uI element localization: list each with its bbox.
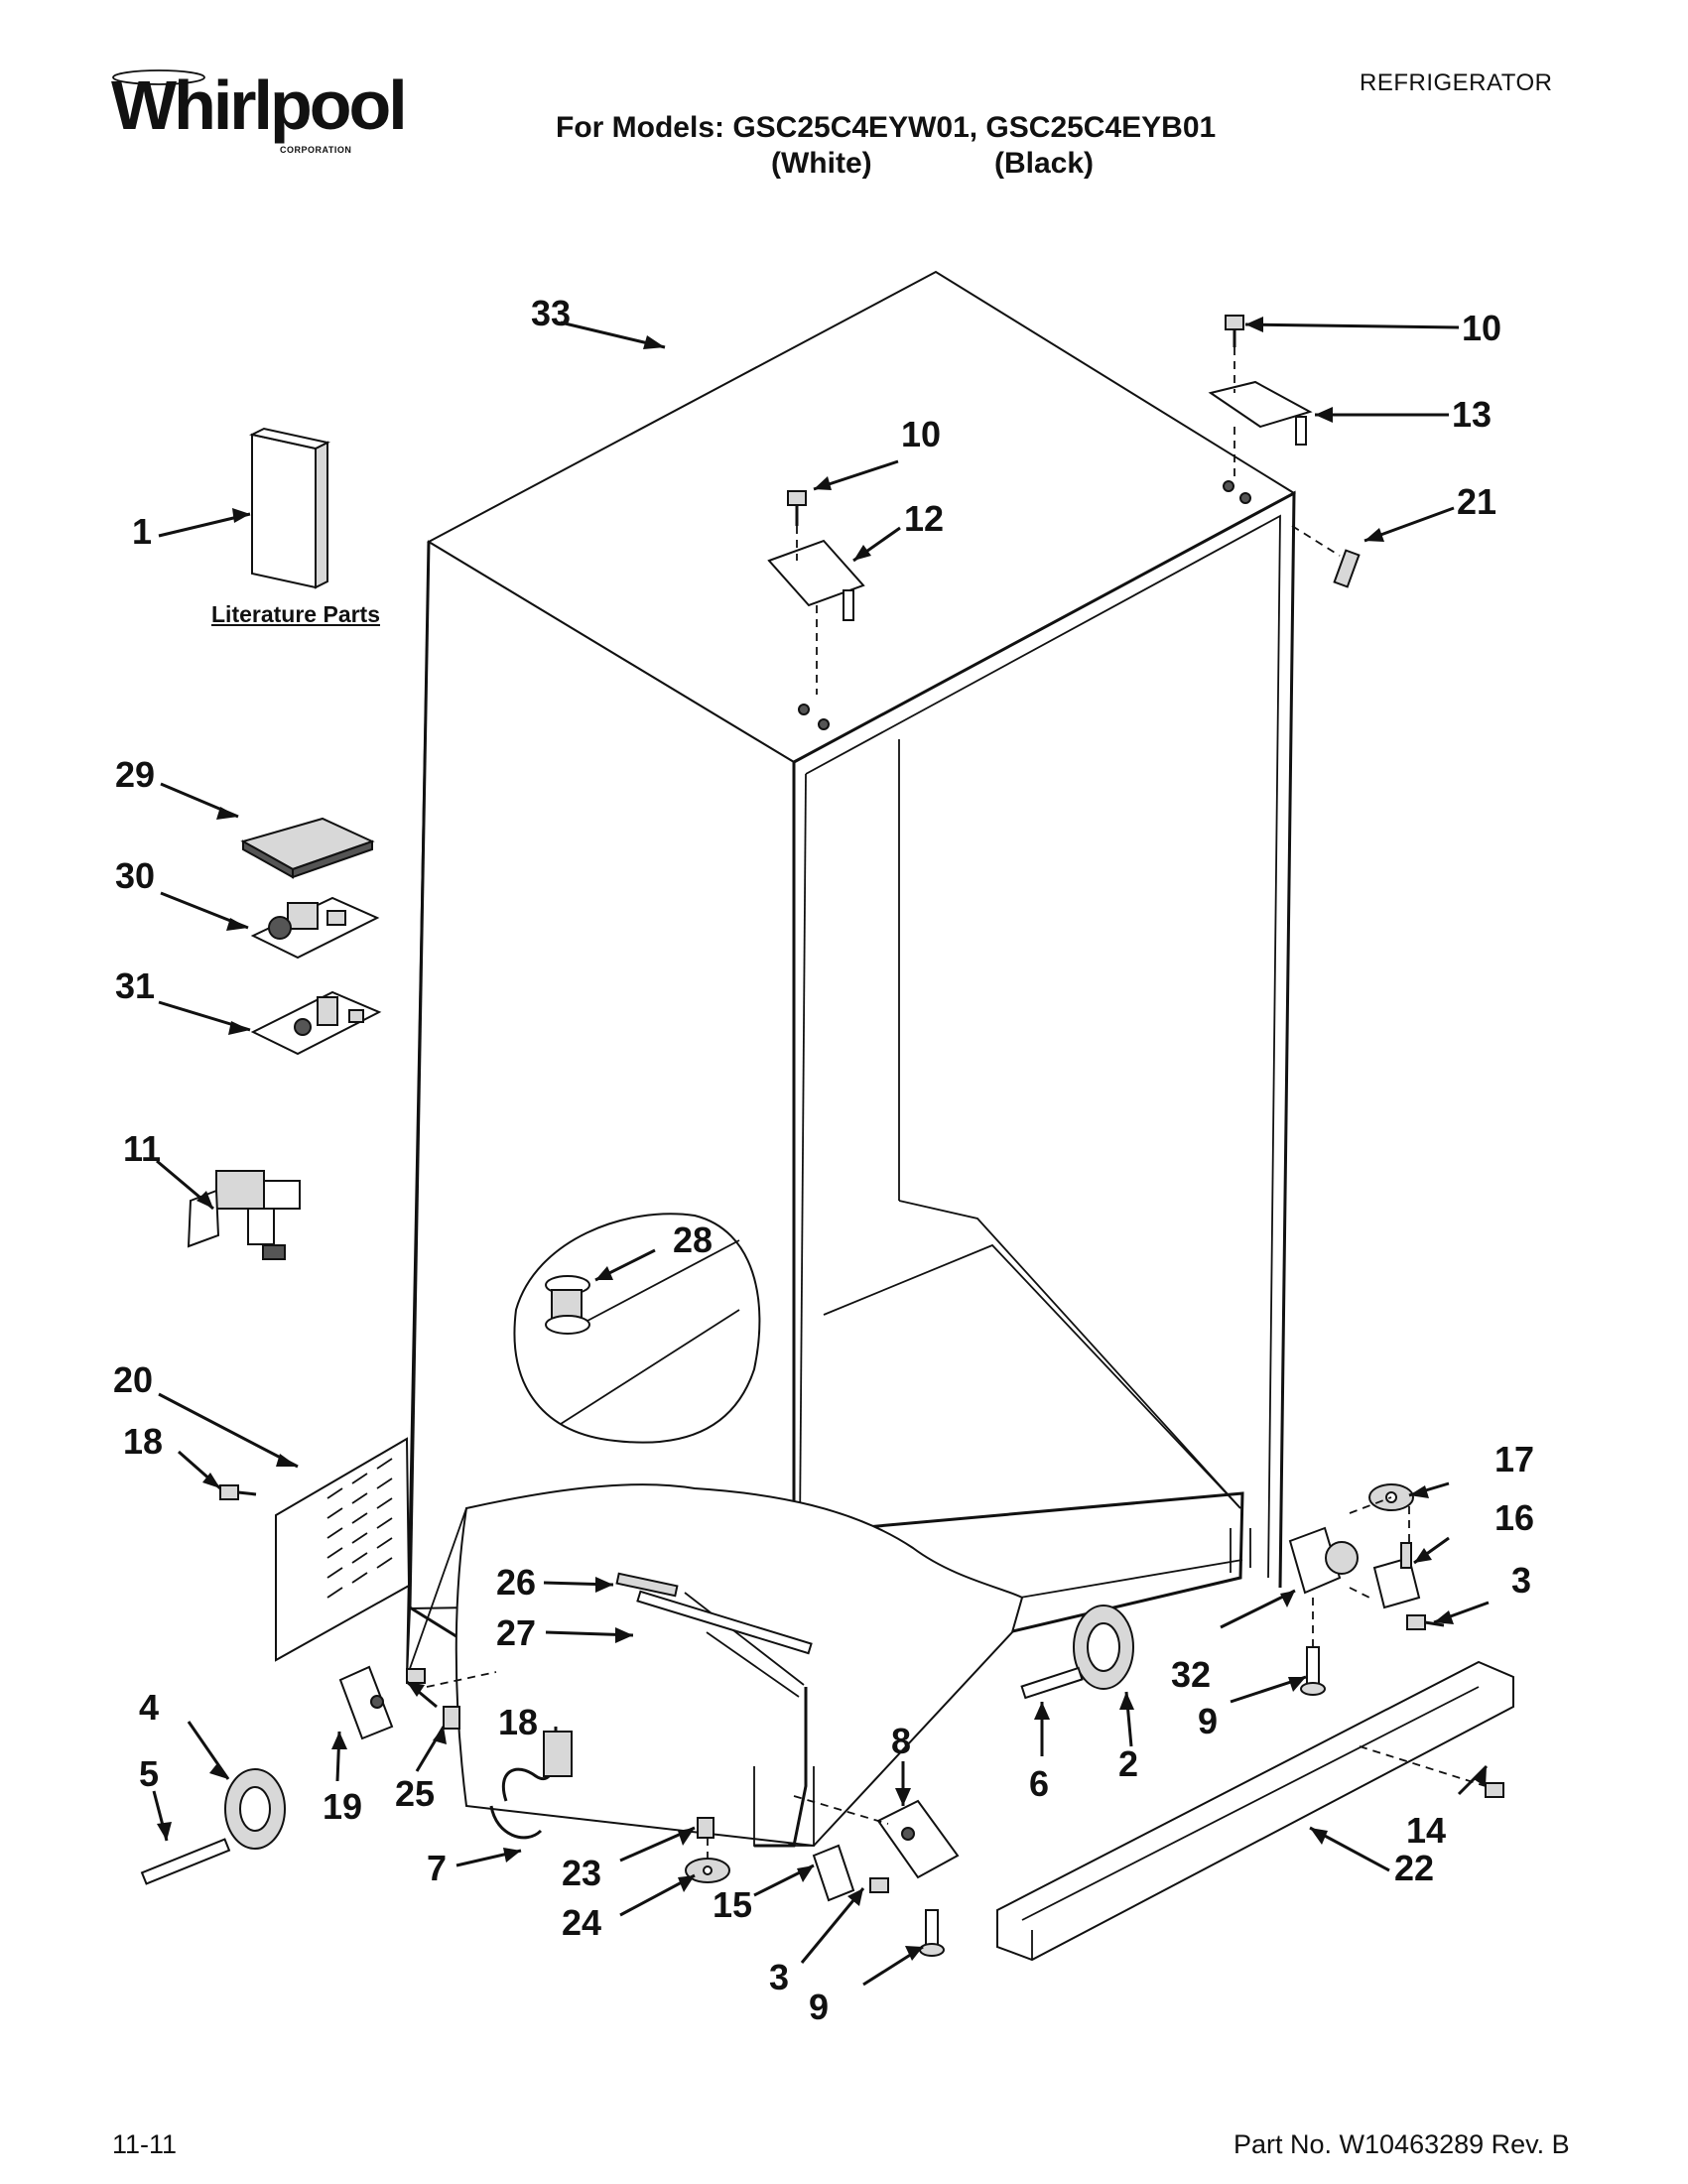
- callout-labels: 33 10 13 10 12 21 1 29 30 31 11 28 20 18…: [113, 293, 1534, 2027]
- literature-parts-booklet: [249, 427, 330, 589]
- whirlpool-logo-subtitle: CORPORATION: [280, 145, 352, 155]
- callout-5: 5: [139, 1753, 159, 1794]
- callout-7: 7: [427, 1848, 447, 1888]
- callout-13: 13: [1452, 394, 1492, 435]
- callout-1: 1: [132, 511, 152, 552]
- callout-3: 3: [769, 1957, 789, 1997]
- drain-tube: [489, 1727, 573, 1840]
- callout-30: 30: [115, 855, 155, 896]
- bracket-15: [812, 1844, 855, 1902]
- leveling-bracket: [876, 1799, 960, 1879]
- roller-wheel-2: [1073, 1605, 1134, 1690]
- callout-3: 3: [1511, 1560, 1531, 1601]
- models-heading: For Models: GSC25C4EYW01, GSC25C4EYB01: [556, 111, 1217, 144]
- leader-arrowheads: [157, 317, 1487, 1961]
- callout-31: 31: [115, 965, 155, 1006]
- callout-16: 16: [1494, 1497, 1534, 1538]
- screw-23: [697, 1817, 714, 1839]
- whirlpool-logo: Whirlpool: [111, 66, 408, 144]
- callout-2: 2: [1118, 1743, 1138, 1784]
- roller-axle-5: [140, 1838, 231, 1885]
- model-color-black: (Black): [994, 147, 1095, 180]
- electronic-control-board: [250, 896, 380, 960]
- callout-12: 12: [904, 498, 944, 539]
- callout-6: 6: [1029, 1763, 1049, 1804]
- document-category: REFRIGERATOR: [1360, 69, 1553, 96]
- screw-10-right: [1225, 315, 1244, 347]
- water-inlet-valve: [187, 1170, 301, 1260]
- leveling-leg-9-right: [1300, 1646, 1326, 1696]
- screw-10-left: [787, 490, 807, 526]
- leveling-leg-9-lower: [919, 1909, 945, 1957]
- callout-21: 21: [1457, 481, 1496, 522]
- callout-18: 18: [498, 1702, 538, 1742]
- bracket-19: [338, 1665, 394, 1740]
- water-tube-26: [615, 1572, 805, 1686]
- screw-18-bottom: [406, 1668, 426, 1684]
- callout-22: 22: [1394, 1848, 1434, 1888]
- callout-4: 4: [139, 1687, 159, 1728]
- screw-14: [1485, 1782, 1504, 1798]
- assembly-guide-lines: [426, 347, 1487, 1861]
- top-hinge-13: [1208, 380, 1313, 476]
- callout-10: 10: [1462, 308, 1501, 348]
- callout-27: 27: [496, 1612, 536, 1653]
- roller-wheel-4: [224, 1768, 286, 1850]
- literature-parts-label: Literature Parts: [211, 601, 381, 627]
- base-grille: [996, 1660, 1514, 1962]
- logo-swirl-icon: [112, 69, 205, 85]
- callout-20: 20: [113, 1359, 153, 1400]
- screw-3-lower: [869, 1877, 889, 1893]
- revision-date: 11-11: [112, 2129, 178, 2159]
- callout-29: 29: [115, 754, 155, 795]
- hinge-plug: [1291, 525, 1361, 588]
- part-number: Part No. W10463289 Rev. B: [1234, 2129, 1570, 2159]
- power-supply-board: [250, 990, 382, 1056]
- callout-9: 9: [1198, 1701, 1218, 1741]
- callout-23: 23: [562, 1853, 601, 1893]
- screw-3-right: [1406, 1614, 1445, 1630]
- water-tube-27: [636, 1590, 813, 1698]
- screw-25: [443, 1706, 460, 1730]
- rear-access-panel: [275, 1437, 411, 1662]
- callout-17: 17: [1494, 1439, 1534, 1479]
- grommet: [545, 1275, 590, 1335]
- callout-15: 15: [713, 1884, 752, 1925]
- callout-10: 10: [901, 414, 941, 454]
- callout-28: 28: [673, 1220, 713, 1260]
- callout-11: 11: [123, 1128, 161, 1169]
- callout-9: 9: [809, 1987, 829, 2027]
- callout-25: 25: [395, 1773, 435, 1814]
- callout-26: 26: [496, 1562, 536, 1603]
- callout-8: 8: [891, 1721, 911, 1761]
- hinge-pin-16: [1372, 1542, 1421, 1609]
- callout-24: 24: [562, 1902, 601, 1943]
- door-bracket: [1288, 1526, 1359, 1595]
- callout-19: 19: [323, 1786, 362, 1827]
- callout-18: 18: [123, 1421, 163, 1462]
- control-board-cover: [240, 817, 375, 879]
- top-hinge-12: [767, 539, 865, 695]
- callout-14: 14: [1406, 1810, 1446, 1851]
- model-color-white: (White): [771, 147, 872, 180]
- screw-18-top: [219, 1484, 257, 1500]
- cabinet-assembly: [406, 270, 1296, 1848]
- roller-axle-6: [1020, 1666, 1084, 1700]
- callout-32: 32: [1171, 1654, 1211, 1695]
- callout-33: 33: [531, 293, 571, 333]
